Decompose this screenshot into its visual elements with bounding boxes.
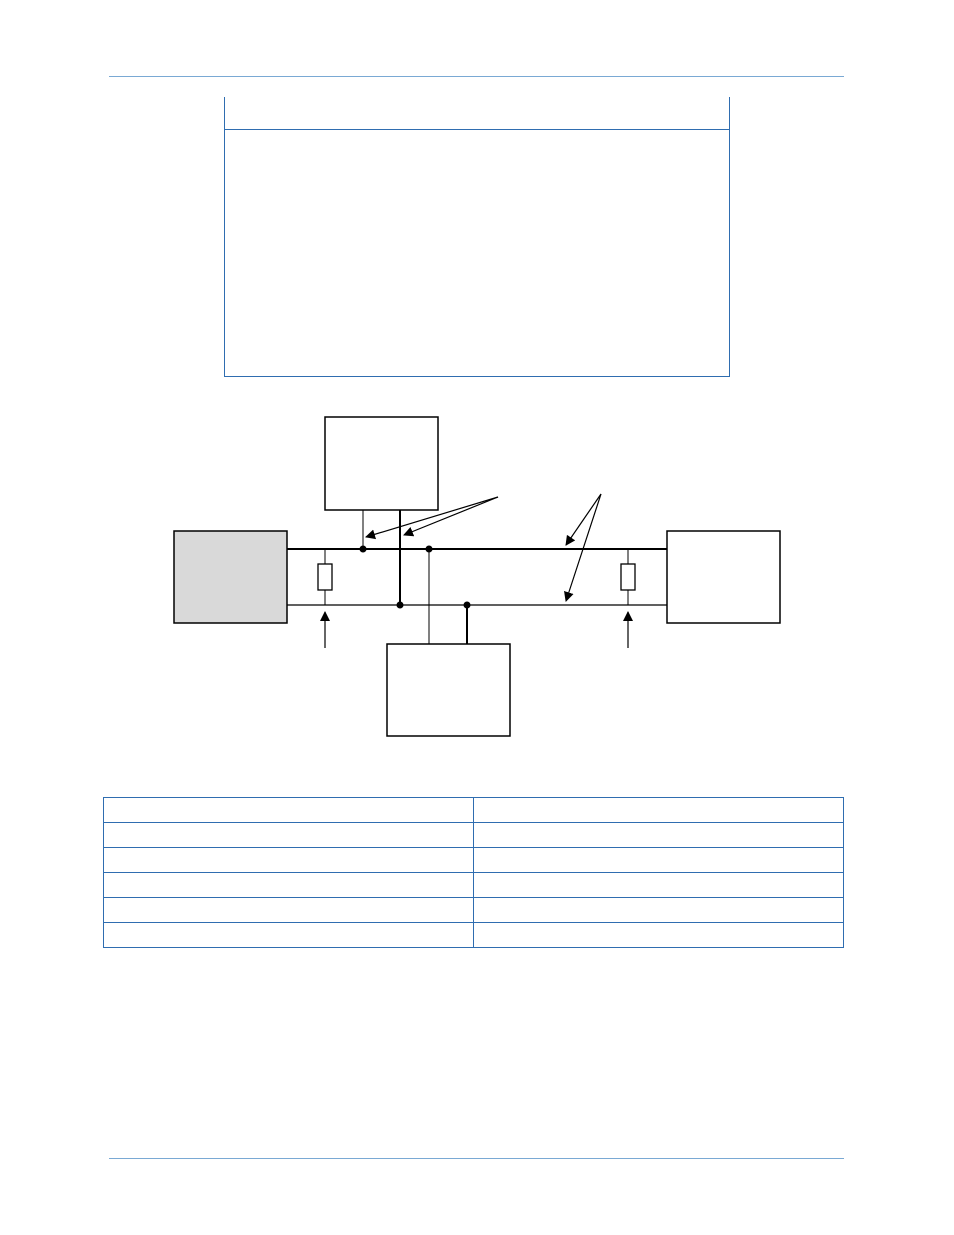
table-row — [103, 797, 844, 823]
top-device-box — [324, 416, 439, 511]
bus-wiring-diagram — [173, 416, 781, 737]
table-cell — [103, 822, 474, 848]
table-cell — [473, 822, 844, 848]
right-device-box — [666, 530, 781, 624]
table-row — [103, 897, 844, 923]
bus-callout-arrow-lower — [564, 493, 602, 602]
table-cell — [473, 897, 844, 923]
right-termination-resistor — [620, 563, 636, 591]
table-row — [103, 872, 844, 898]
table-row — [103, 822, 844, 848]
left-device-box — [173, 530, 288, 624]
stub-callout-arrow-1 — [365, 496, 499, 540]
table-cell — [473, 847, 844, 873]
spec-table — [103, 797, 844, 948]
note-box — [224, 97, 730, 377]
left-termination-resistor — [317, 563, 333, 591]
table-cell — [473, 872, 844, 898]
table-cell — [103, 872, 474, 898]
table-cell — [103, 922, 474, 948]
table-row — [103, 922, 844, 948]
bottom-device-box — [386, 643, 511, 737]
junction-dot — [463, 601, 471, 609]
stub-callout-arrow-2 — [403, 496, 499, 537]
header-rule — [109, 76, 844, 77]
junction-dot — [396, 601, 404, 609]
junction-dot — [359, 545, 367, 553]
table-cell — [473, 922, 844, 948]
bus-callout-arrow-upper — [565, 493, 602, 546]
table-row — [103, 847, 844, 873]
table-cell — [103, 897, 474, 923]
table-cell — [103, 797, 474, 823]
table-cell — [473, 797, 844, 823]
junction-dot — [425, 545, 433, 553]
footer-rule — [109, 1158, 844, 1159]
note-header — [225, 97, 729, 130]
table-cell — [103, 847, 474, 873]
